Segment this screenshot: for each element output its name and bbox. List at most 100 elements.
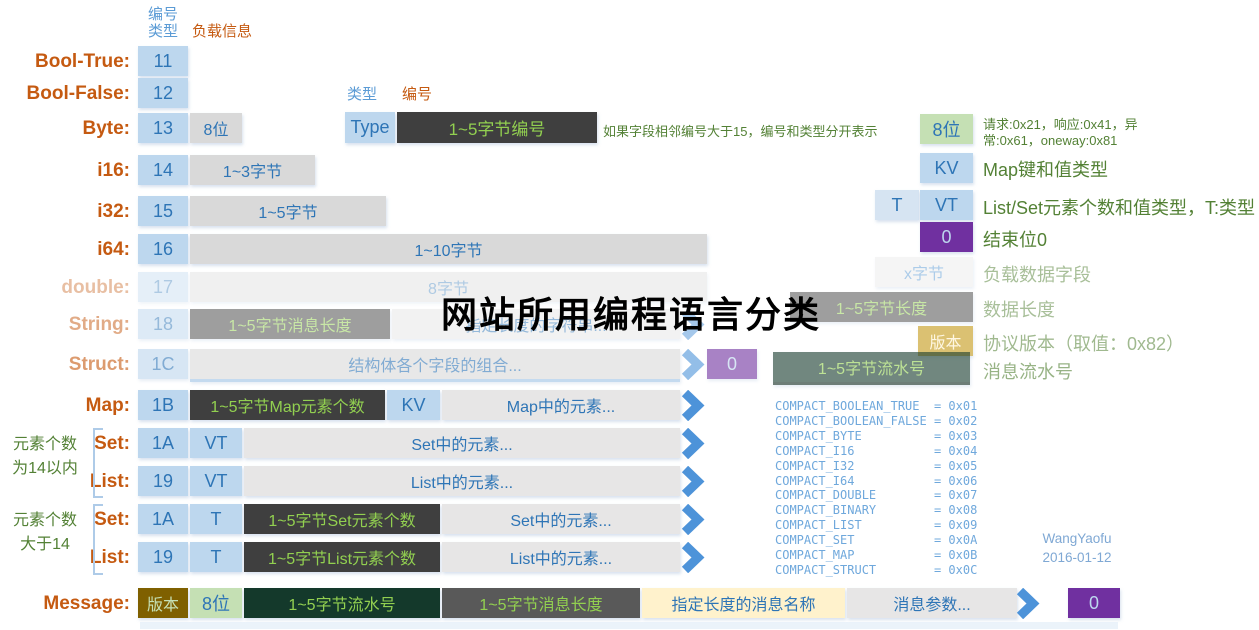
type-code-box: 1A xyxy=(138,504,188,534)
type-code-box: VT xyxy=(190,428,242,458)
length-count-box: 1~5字节长度 xyxy=(790,292,973,322)
version-box: 版本 xyxy=(918,326,973,356)
row-label: i32: xyxy=(97,201,130,222)
type-code-box: 12 xyxy=(138,78,188,108)
bits-box: 8位 xyxy=(190,588,242,618)
type-code-box: 19 xyxy=(138,542,188,572)
elements-box: 指定长度的字符串... xyxy=(392,309,680,339)
elements-box: Set中的元素... xyxy=(442,504,680,534)
chevron-right-icon xyxy=(1016,588,1041,619)
type-code-box: 11 xyxy=(138,46,188,76)
chevron-right-icon xyxy=(681,349,706,380)
type-code-box: 13 xyxy=(138,113,188,143)
bracket-icon xyxy=(93,504,103,575)
group-gt14-line2: 大于14 xyxy=(20,536,70,553)
legend-item: 1~5字节流水号消息流水号 xyxy=(0,352,1259,386)
type-code-box: 17 xyxy=(138,272,188,302)
row-label: i64: xyxy=(97,239,130,260)
diagram-row: Bool-True: 11 xyxy=(0,46,1259,77)
end-zero-box: 0 xyxy=(920,222,973,252)
chevron-right-icon xyxy=(681,390,706,421)
elements-box: 消息参数... xyxy=(847,588,1017,618)
bracket-icon xyxy=(93,428,103,498)
legend-item: 8位请求:0x21，响应:0x41，异常:0x61，oneway:0x81 xyxy=(0,114,1259,148)
signature-date: 2016-01-12 xyxy=(1042,550,1112,565)
legend-desc: 协议版本（取值：0x82） xyxy=(983,334,1185,354)
row-label: List: xyxy=(89,471,130,492)
group-lte14-line1: 元素个数 xyxy=(12,436,77,453)
page-title: 网站所用编程语言分类 xyxy=(441,294,822,335)
payload-box: 8位 xyxy=(190,113,242,143)
chevron-right-icon xyxy=(681,504,706,535)
type-code-box: 14 xyxy=(138,155,188,185)
row-label: Bool-True: xyxy=(35,51,130,72)
type-code-box: 18 xyxy=(138,309,188,339)
name-box: 指定长度的消息名称 xyxy=(642,588,845,618)
payload-box: 1~10字节 xyxy=(190,234,707,264)
legend-item: x字节负载数据字段 xyxy=(0,257,1259,291)
field-header-type-label: 类型 xyxy=(347,86,378,103)
row-label: Struct: xyxy=(68,354,130,375)
type-code-box: 1C xyxy=(138,349,188,379)
length-count-box: 1~5字节消息长度 xyxy=(442,588,640,618)
type-code-box: VT xyxy=(190,466,242,496)
row-label: Byte: xyxy=(82,118,130,139)
row-label: double: xyxy=(61,277,130,298)
payload-box: 1~3字节 xyxy=(190,155,315,185)
legend-desc: 结束位0 xyxy=(983,230,1048,250)
type-code-box: 1B xyxy=(138,390,188,420)
legend-desc: 负载数据字段 xyxy=(983,265,1091,285)
field-header-id-label: 编号 xyxy=(402,86,433,103)
length-count-box: 1~5字节List元素个数 xyxy=(244,542,440,572)
version-box: 版本 xyxy=(138,588,188,618)
chevron-right-icon xyxy=(681,428,706,459)
group-lte14-line2: 为14以内 xyxy=(12,460,78,477)
seqno-box: 1~5字节流水号 xyxy=(244,588,440,618)
diagram-row: Bool-False: 12 xyxy=(0,78,1259,109)
bits-box: 8位 xyxy=(920,114,973,144)
elements-box: List中的元素... xyxy=(442,542,680,572)
length-count-box: 1~5字节消息长度 xyxy=(190,309,390,339)
group-gt14-line1: 元素个数 xyxy=(12,512,77,529)
column-header-type: 类型 xyxy=(147,23,178,40)
signature: WangYaofu 2016-01-12 xyxy=(1022,529,1132,567)
elements-box: Set中的元素... xyxy=(244,428,680,458)
end-zero-box: 0 xyxy=(707,349,757,379)
legend-desc: 请求:0x21，响应:0x41，异常:0x61，oneway:0x81 xyxy=(983,117,1138,148)
row-label: Map: xyxy=(85,395,130,416)
type-code-box: 1A xyxy=(138,428,188,458)
length-count-box: 1~5字节Map元素个数 xyxy=(190,390,385,420)
field-header-note: 如果字段相邻编号大于15，编号和类型分开表示 xyxy=(603,124,878,139)
type-code-box: 16 xyxy=(138,234,188,264)
column-header-id-type: 编号 类型 xyxy=(138,6,188,40)
row-label: Set: xyxy=(94,433,130,454)
legend-item: 0 结束位0 xyxy=(0,222,1259,256)
legend-desc: List/Set元素个数和值类型，T:类型 xyxy=(983,198,1256,218)
legend-desc: 消息流水号 xyxy=(983,362,1073,382)
seqno-box: 1~5字节流水号 xyxy=(773,352,970,385)
row-label: Bool-False: xyxy=(26,83,130,104)
group-lte14-label: 元素个数 为14以内 xyxy=(0,433,90,481)
legend-item: 1~5字节长度数据长度 xyxy=(0,292,1259,326)
type-box: T xyxy=(875,190,919,220)
payload-bytes-box: x字节 xyxy=(875,257,973,287)
row-label: Message: xyxy=(43,593,130,614)
row-label: i16: xyxy=(97,160,130,181)
type-code-box: KV xyxy=(387,390,440,420)
chevron-right-icon xyxy=(681,309,706,340)
legend-desc: Map键和值类型 xyxy=(983,160,1109,180)
end-zero-box: 0 xyxy=(1068,588,1120,618)
